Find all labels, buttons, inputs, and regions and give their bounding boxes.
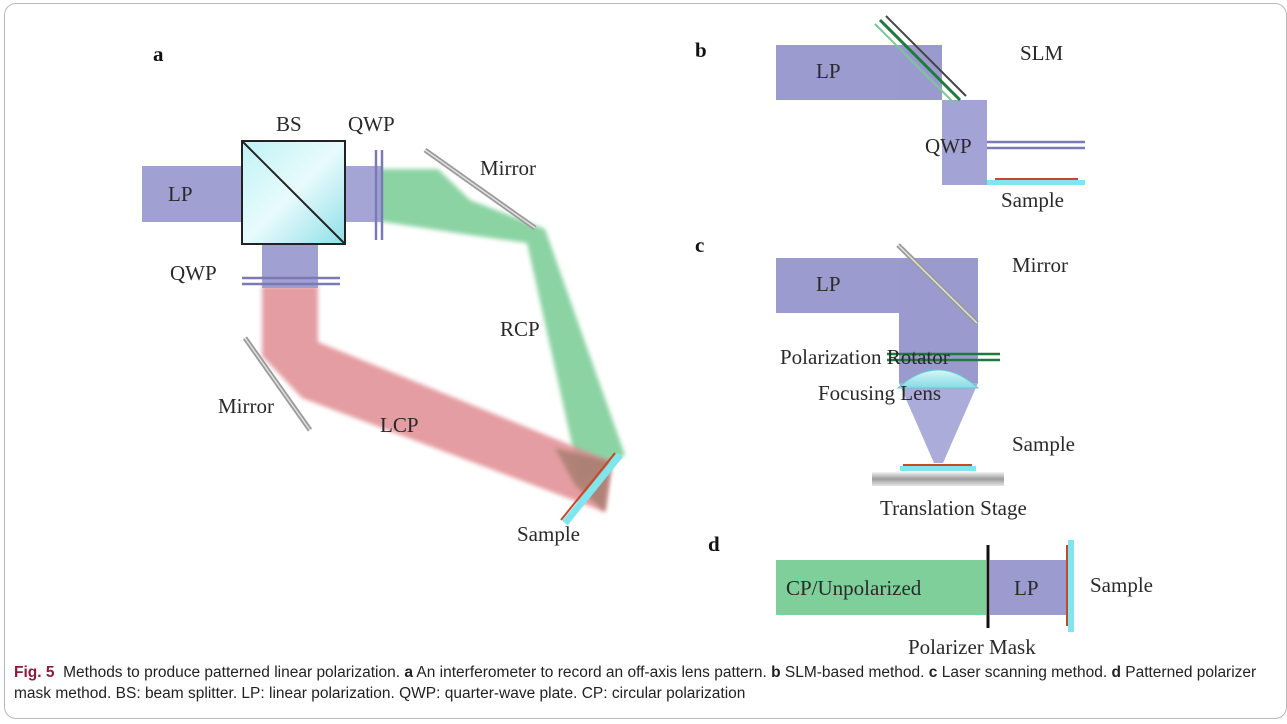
qwp-label-b: QWP	[925, 134, 972, 158]
lp-beam-a-down	[262, 244, 318, 288]
qwp-left-label: QWP	[170, 261, 217, 285]
cp-beam	[776, 560, 986, 615]
sample-b	[987, 180, 1085, 185]
caption-a-label: a	[404, 664, 413, 681]
lp-beam-a-exit	[345, 166, 383, 222]
rotator-label: Polarization Rotator	[780, 345, 950, 369]
caption-fig-label: Fig. 5	[14, 664, 55, 681]
lens-label: Focusing Lens	[818, 381, 941, 405]
bs-label: BS	[276, 112, 302, 136]
caption-b-label: b	[771, 664, 781, 681]
panel-label-c: c	[695, 233, 704, 257]
sample-c	[900, 466, 976, 471]
caption-d-text: Patterned polarizer mask method. BS: bea…	[14, 664, 1257, 702]
caption-a-text: An interferometer to record an off-axis …	[416, 664, 767, 681]
mask-label: Polarizer Mask	[908, 635, 1036, 659]
sample-a-label: Sample	[517, 522, 580, 546]
sample-a	[562, 452, 623, 526]
lp-beam-c	[776, 258, 899, 313]
lp-label-a: LP	[168, 182, 193, 206]
lp-label-b: LP	[816, 59, 841, 83]
figure-caption: Fig. 5 Methods to produce patterned line…	[14, 662, 1276, 704]
caption-d-label: d	[1111, 664, 1121, 681]
caption-c-text: Laser scanning method.	[941, 664, 1108, 681]
sample-c-label: Sample	[1012, 432, 1075, 456]
cp-label: CP/Unpolarized	[786, 576, 922, 600]
caption-title: Methods to produce patterned linear pola…	[63, 664, 401, 681]
figure-diagram: a LP BS QWP QWP Mirror Mirror RCP LCP Sa…	[142, 15, 1153, 659]
slm	[878, 18, 962, 102]
mirror-left-label: Mirror	[218, 394, 274, 418]
sample-d-label: Sample	[1090, 573, 1153, 597]
beam-splitter-diagonal	[241, 140, 346, 245]
lp-label-d: LP	[1014, 576, 1039, 600]
lp-beam-b	[776, 45, 899, 100]
lp-beam-d	[990, 560, 1068, 615]
caption-c-label: c	[928, 664, 938, 681]
panel-label-b: b	[695, 38, 707, 62]
focus-cone	[899, 383, 978, 463]
lp-label-c: LP	[816, 272, 841, 296]
lp-beam-a	[142, 166, 242, 222]
lcp-beam	[262, 286, 612, 512]
panel-label-d: d	[708, 532, 720, 556]
lcp-label: LCP	[380, 413, 419, 437]
panel-label-a: a	[153, 42, 164, 66]
beam-overlap	[555, 448, 612, 512]
mirror-c-label: Mirror	[1012, 253, 1068, 277]
stage-label: Translation Stage	[880, 496, 1027, 520]
rcp-label: RCP	[500, 317, 540, 341]
rcp-beam	[378, 169, 625, 480]
focusing-lens	[896, 369, 980, 389]
sample-d	[1068, 540, 1074, 632]
translation-stage	[872, 472, 1004, 486]
caption-b-text: SLM-based method.	[784, 664, 925, 681]
qwp-top-label: QWP	[348, 112, 395, 136]
slm-label: SLM	[1020, 41, 1064, 65]
sample-b-label: Sample	[1001, 188, 1064, 212]
mirror-top-label: Mirror	[480, 156, 536, 180]
